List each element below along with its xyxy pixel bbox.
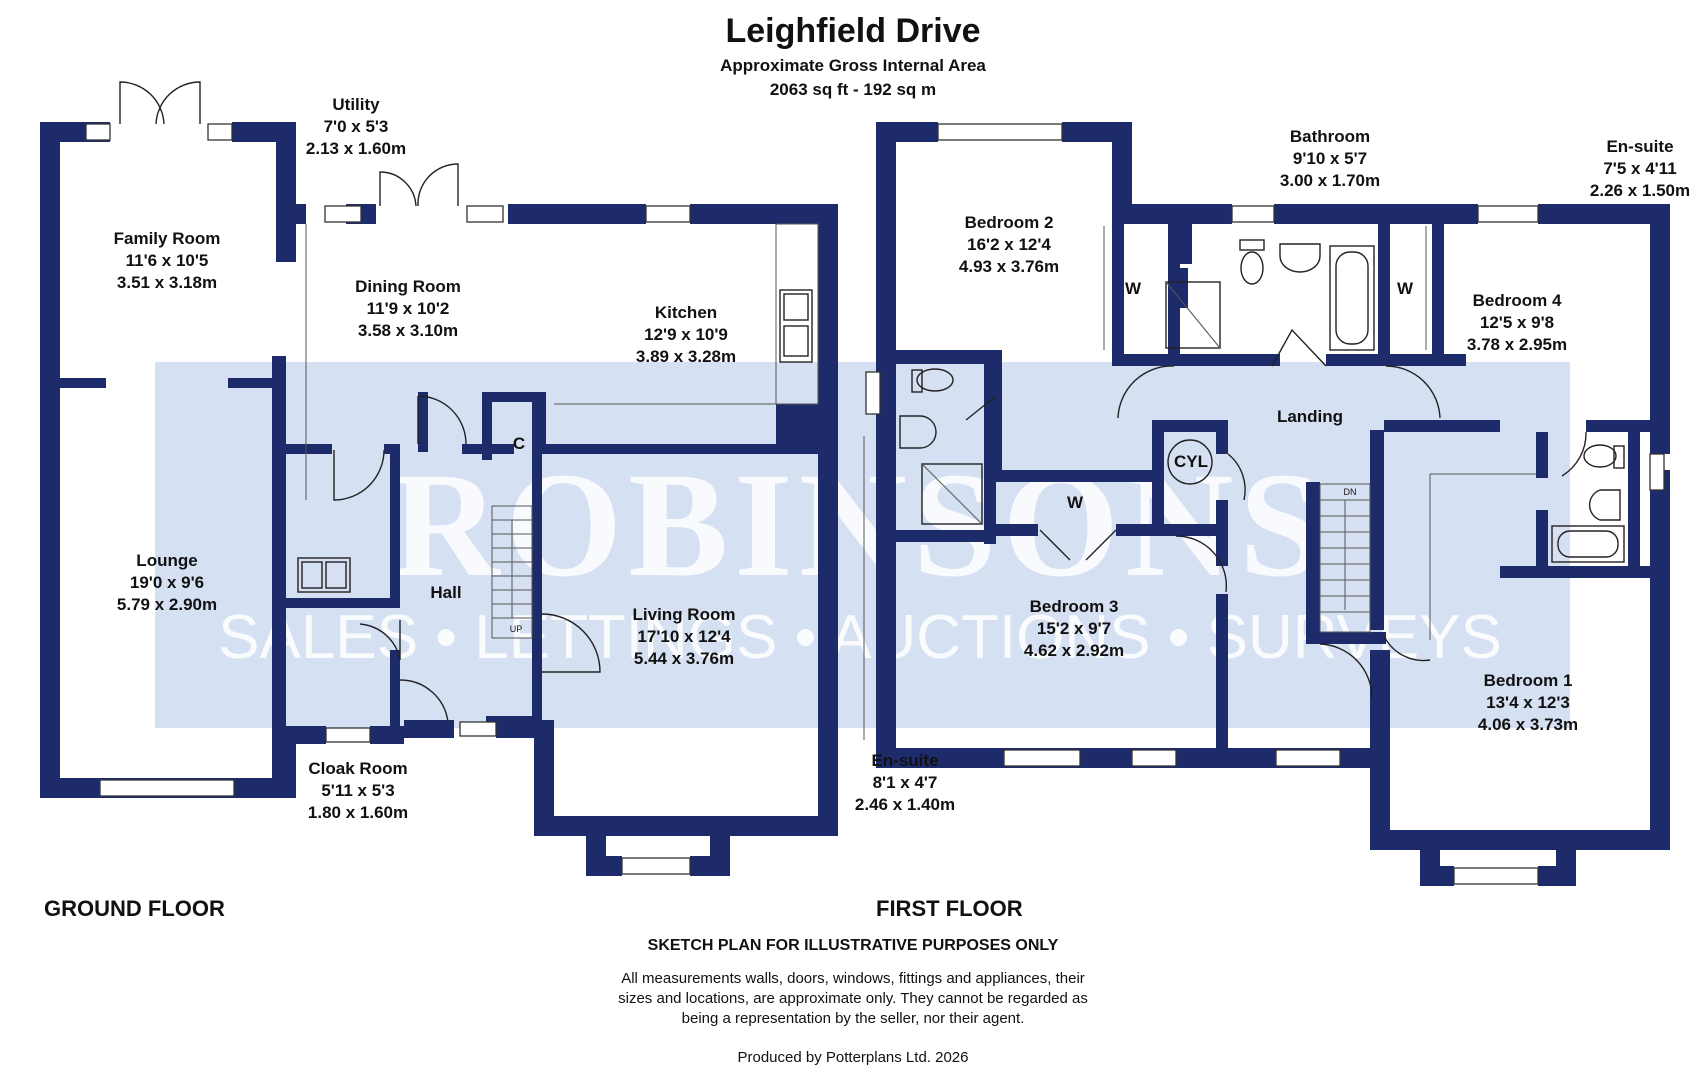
disclaimer-line-1: All measurements walls, doors, windows, … [621, 970, 1085, 987]
disclaimer-line-3: being a representation by the seller, no… [681, 1010, 1025, 1027]
room-label-landing: Landing [1276, 407, 1344, 426]
plan-subtitle: Approximate Gross Internal Area [720, 56, 986, 75]
wardrobe-marker-3: W [1066, 493, 1084, 512]
ground-floor-doors [119, 81, 601, 723]
disclaimer-heading: SKETCH PLAN FOR ILLUSTRATIVE PURPOSES ON… [647, 937, 1059, 954]
stairs-down-marker: DN [1343, 487, 1357, 497]
cupboard-marker: C [512, 434, 526, 453]
plan-title: Leighfield Drive [725, 12, 981, 50]
room-label-hall: Hall [430, 583, 462, 602]
ground-floor-label: GROUND FLOOR [44, 896, 225, 921]
first-floor-walls [876, 122, 1670, 886]
first-floor-windows [865, 123, 1665, 885]
disclaimer-line-2: sizes and locations, are approximate onl… [618, 990, 1088, 1007]
cylinder-marker: CYL [1174, 452, 1208, 471]
watermark-services: SALES • LETTINGS • AUCTIONS • SURVEYS [218, 603, 1502, 672]
first-floor-doors [965, 328, 1587, 699]
first-floor-label: FIRST FLOOR [876, 896, 1023, 921]
ground-floor-walls [40, 122, 838, 876]
wardrobe-marker-1: W [1124, 279, 1142, 298]
watermark: ROBINSONS SALES • LETTINGS • AUCTIONS • … [155, 362, 1570, 728]
credit-line: Produced by Potterplans Ltd. 2026 [737, 1049, 969, 1066]
plan-area: 2063 sq ft - 192 sq m [769, 80, 937, 99]
wardrobe-marker-2: W [1396, 279, 1414, 298]
first-floor-fittings [863, 226, 1625, 740]
ground-floor-windows [85, 123, 691, 875]
stairs-up-marker: UP [509, 624, 523, 634]
ground-floor-fittings [297, 223, 819, 639]
